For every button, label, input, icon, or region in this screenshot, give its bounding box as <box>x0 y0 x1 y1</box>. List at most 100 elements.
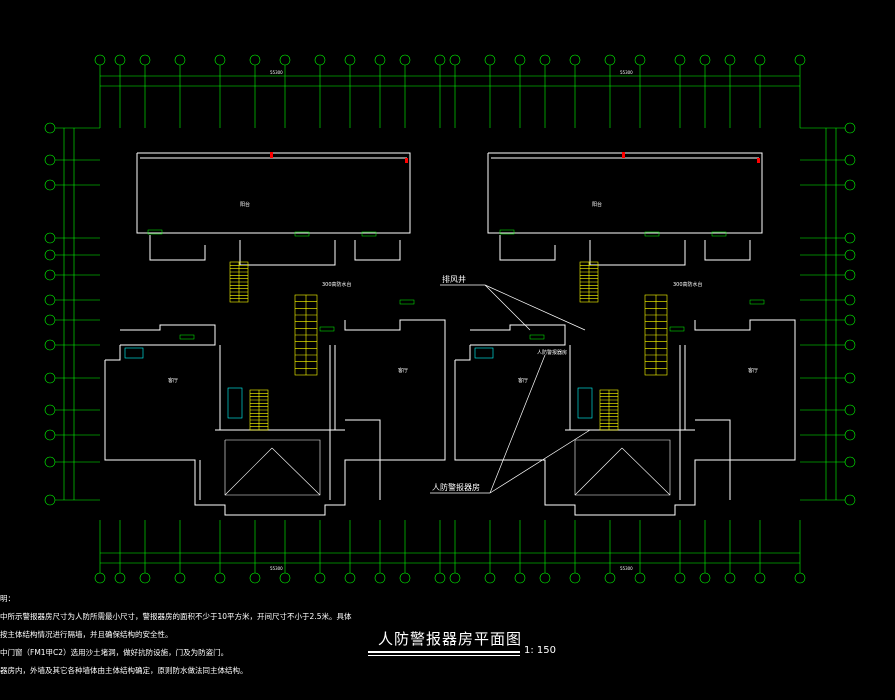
dim-tag <box>669 326 685 332</box>
axis-bubble <box>844 249 856 261</box>
room-label-living-left-2: 客厅 <box>398 367 408 374</box>
axis-bubbles-bottom <box>94 520 806 584</box>
axis-bubble <box>214 572 226 584</box>
stair-note-left: 300高防水台 <box>322 281 352 288</box>
axis-bubble <box>844 179 856 191</box>
axis-bubble <box>94 54 106 66</box>
axis-bubble <box>399 54 411 66</box>
axis-bubble <box>114 572 126 584</box>
axis-bubble <box>44 372 56 384</box>
axis-bubble <box>374 572 386 584</box>
axis-bubble <box>844 456 856 468</box>
title-underline-thin <box>368 655 520 656</box>
callout-shaft: 排风井 <box>442 274 466 284</box>
axis-bubble <box>44 429 56 441</box>
axis-bubble <box>484 572 496 584</box>
axis-bubble <box>634 54 646 66</box>
axis-bubble <box>724 572 736 584</box>
axis-bubble <box>449 54 461 66</box>
axis-bubble <box>249 54 261 66</box>
axis-bubble <box>604 54 616 66</box>
note-line-1: 中所示警报器房尺寸为人防所需最小尺寸，警报器房的面积不少于10平方米，开间尺寸不… <box>0 612 352 621</box>
note-line-4: 器房内，外墙及其它各种墙体由主体结构确定，原则防水做法同主体结构。 <box>0 666 248 675</box>
axis-bubble <box>279 54 291 66</box>
axis-bubble <box>279 572 291 584</box>
axis-bubble <box>844 232 856 244</box>
axis-bubble <box>139 572 151 584</box>
room-label-balcony-right: 阳台 <box>592 201 602 208</box>
axis-bubble <box>844 122 856 134</box>
note-line-2: 按主体结构情况进行隔墙，并且确保结构的安全性。 <box>0 630 173 639</box>
left-unit-walls <box>104 152 446 516</box>
dim-tag <box>319 326 335 332</box>
overall-dim-top-left: 55300 <box>270 70 283 75</box>
stair-hatching <box>229 261 668 431</box>
dim-tag <box>294 231 310 237</box>
axis-bubble <box>44 494 56 506</box>
cyan-hatch-areas <box>124 347 593 419</box>
dim-tag <box>749 299 765 305</box>
axis-bubble <box>844 154 856 166</box>
axis-bubble <box>539 572 551 584</box>
design-notes: 明： 中所示警报器房尺寸为人防所需最小尺寸，警报器房的面积不少于10平方米，开间… <box>0 590 360 680</box>
axis-bubble <box>754 54 766 66</box>
title-underline-thick <box>368 651 520 653</box>
axis-bubble <box>844 269 856 281</box>
axis-bubble <box>844 372 856 384</box>
inner-dimension-marks <box>147 229 765 340</box>
axis-bubble <box>44 249 56 261</box>
axis-bubble <box>724 54 736 66</box>
axis-bubbles-right <box>800 122 856 506</box>
axis-bubble <box>44 339 56 351</box>
dim-tag <box>499 229 515 235</box>
title-block: 人防警报器房平面图 <box>378 628 522 649</box>
axis-bubble <box>44 154 56 166</box>
axis-bubble <box>214 54 226 66</box>
room-label-balcony-left: 阳台 <box>240 201 250 208</box>
overall-dim-top-right: 55300 <box>620 70 633 75</box>
axis-bubble <box>174 572 186 584</box>
dim-tag <box>711 231 727 237</box>
axis-bubble <box>844 339 856 351</box>
dim-tag <box>399 299 415 305</box>
dim-tag <box>361 231 377 237</box>
axis-bubble <box>44 122 56 134</box>
room-label-living-left-1: 客厅 <box>168 377 178 384</box>
right-unit-roof-lines <box>574 439 671 496</box>
axis-bubble <box>314 54 326 66</box>
axis-bubble <box>844 314 856 326</box>
axis-bubble <box>94 572 106 584</box>
axis-bubble <box>434 572 446 584</box>
axis-bubble <box>399 572 411 584</box>
axis-bubble <box>844 404 856 416</box>
overall-dim-bottom-left: 55300 <box>270 566 283 571</box>
axis-bubble <box>569 572 581 584</box>
dim-tag <box>529 334 545 340</box>
axis-bubble <box>569 54 581 66</box>
room-label-living-right-2: 客厅 <box>748 367 758 374</box>
axis-bubble <box>344 572 356 584</box>
callout-leaders <box>430 284 591 494</box>
axis-bubble <box>374 54 386 66</box>
axis-bubble <box>249 572 261 584</box>
axis-bubble <box>314 572 326 584</box>
axis-bubble <box>449 572 461 584</box>
axis-bubble <box>699 572 711 584</box>
axis-bubble <box>844 429 856 441</box>
axis-bubble <box>514 572 526 584</box>
axis-bubble <box>44 456 56 468</box>
left-unit-roof-lines <box>224 439 321 496</box>
dim-tag <box>179 334 195 340</box>
axis-bubble <box>484 54 496 66</box>
note-line-3: 中门窗（FM1甲C2）选用沙土堵洞，做好抗防设施，门及为防盗门。 <box>0 648 229 657</box>
axis-bubble <box>114 54 126 66</box>
room-label-living-right-1: 客厅 <box>518 377 528 384</box>
drawing-title: 人防警报器房平面图 <box>378 630 523 648</box>
axis-bubble <box>44 269 56 281</box>
alarm-room-small-label: 人防警报器房 <box>537 349 567 356</box>
axis-bubble <box>514 54 526 66</box>
axis-bubble <box>699 54 711 66</box>
axis-bubble <box>44 179 56 191</box>
axis-bubble <box>344 54 356 66</box>
